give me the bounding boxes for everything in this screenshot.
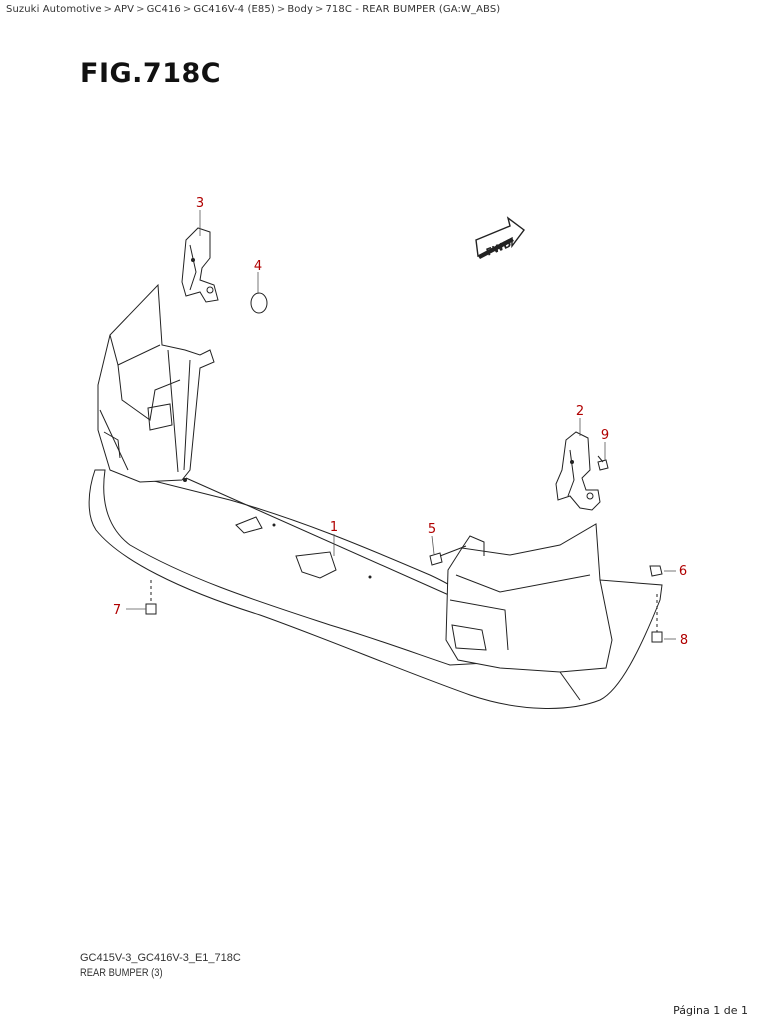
breadcrumb-item-gc416v-4[interactable]: GC416V-4 (E85) <box>193 4 275 15</box>
callout-9[interactable]: 9 <box>601 428 609 443</box>
figure-title: FIG.718C <box>80 58 222 89</box>
callout-8[interactable]: 8 <box>680 633 688 648</box>
breadcrumb-item-body[interactable]: Body <box>287 4 313 15</box>
callout-2[interactable]: 2 <box>576 404 584 419</box>
callout-4[interactable]: 4 <box>254 259 262 274</box>
leader-lines <box>126 210 676 640</box>
breadcrumb-separator: > <box>136 4 145 15</box>
breadcrumb-separator: > <box>276 4 286 15</box>
figure-name: REAR BUMPER (3) <box>80 967 163 979</box>
callout-5[interactable]: 5 <box>428 522 436 537</box>
screw-part-8[interactable] <box>651 594 663 643</box>
breadcrumb: Suzuki Automotive>APV>GC416>GC416V-4 (E8… <box>6 4 500 15</box>
breadcrumb-separator: > <box>103 4 113 15</box>
figure-code: GC415V-3_GC416V-3_E1_718C <box>80 952 241 964</box>
screw-part-5[interactable] <box>429 545 467 566</box>
breadcrumb-separator: > <box>314 4 324 15</box>
breadcrumb-item-apv[interactable]: APV <box>114 4 135 15</box>
callout-3[interactable]: 3 <box>196 196 204 211</box>
callout-6[interactable]: 6 <box>679 564 687 579</box>
bracket-part-right[interactable] <box>555 431 601 511</box>
fwd-arrow-icon: FWD <box>475 216 525 259</box>
breadcrumb-current: 718C - REAR BUMPER (GA:W_ABS) <box>325 4 501 15</box>
callout-1[interactable]: 1 <box>330 520 338 535</box>
rear-bumper-part[interactable] <box>88 283 663 709</box>
cap-part[interactable] <box>250 292 268 314</box>
page-number: Página 1 de 1 <box>673 1004 748 1017</box>
breadcrumb-separator: > <box>182 4 192 15</box>
bracket-part-left[interactable] <box>181 227 219 303</box>
callout-7[interactable]: 7 <box>113 603 121 618</box>
breadcrumb-item-suzuki-automotive[interactable]: Suzuki Automotive <box>6 4 102 15</box>
screw-part-9[interactable] <box>597 455 609 471</box>
breadcrumb-item-gc416[interactable]: GC416 <box>146 4 181 15</box>
nut-part-6[interactable] <box>649 565 663 577</box>
screw-part-7[interactable] <box>145 580 157 615</box>
